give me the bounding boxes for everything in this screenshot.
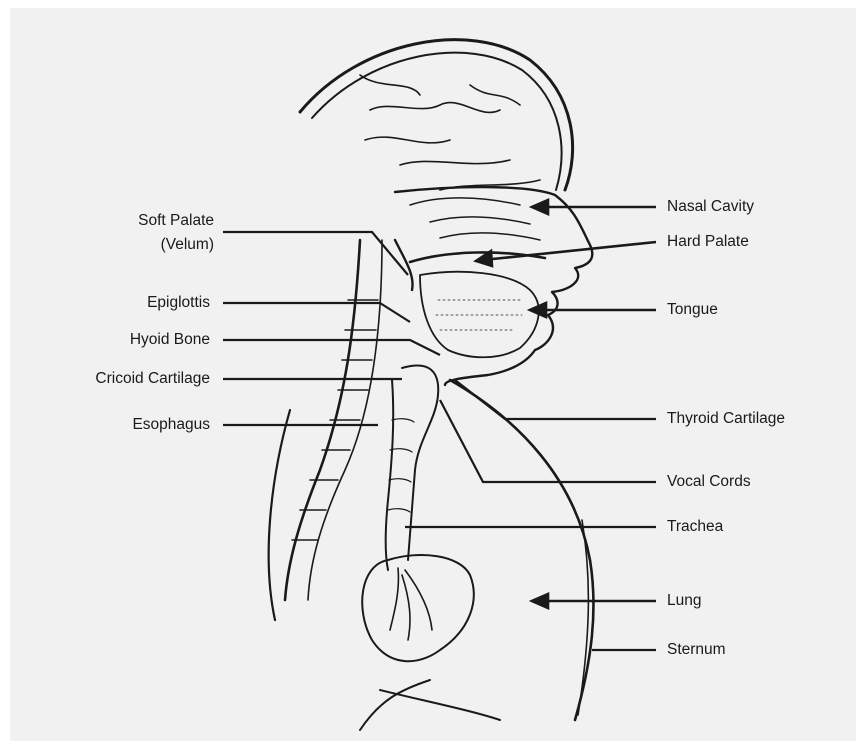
arrow-hard-palate xyxy=(483,242,656,260)
trachea-tube xyxy=(386,380,393,570)
label-nasal-cavity: Nasal Cavity xyxy=(667,198,754,216)
arrowhead-lung xyxy=(532,594,548,608)
arrowhead-tongue xyxy=(530,303,546,317)
label-esophagus: Esophagus xyxy=(80,416,210,434)
label-hyoid-bone: Hyoid Bone xyxy=(80,331,210,349)
leader-lines xyxy=(223,232,656,650)
leader-epiglottis xyxy=(223,303,410,322)
face-profile xyxy=(395,187,592,385)
label-soft-palate-line2: (Velum) xyxy=(96,236,214,254)
chest-outline xyxy=(450,380,594,720)
bronchi xyxy=(390,568,432,640)
nasal-structures xyxy=(410,198,540,240)
leader-soft-palate xyxy=(223,232,408,275)
label-thyroid-cartilage: Thyroid Cartilage xyxy=(667,410,785,428)
label-soft-palate-line1: Soft Palate xyxy=(96,212,214,230)
label-sternum: Sternum xyxy=(667,641,726,659)
skull-inner-outline xyxy=(312,53,562,190)
larynx xyxy=(402,366,438,560)
label-hard-palate: Hard Palate xyxy=(667,233,749,251)
arrowhead-nasal xyxy=(532,200,548,214)
label-lung: Lung xyxy=(667,592,701,610)
label-trachea: Trachea xyxy=(667,518,723,536)
label-epiglottis: Epiglottis xyxy=(80,294,210,312)
leader-hyoid xyxy=(223,340,440,355)
arrows xyxy=(476,200,656,608)
skull-outline xyxy=(300,40,573,190)
label-vocal-cords: Vocal Cords xyxy=(667,473,751,491)
brain-folds xyxy=(360,75,540,190)
lung-shape xyxy=(362,555,474,661)
leader-vocal xyxy=(440,400,656,482)
label-cricoid-cartilage: Cricoid Cartilage xyxy=(40,370,210,388)
soft-palate-shape xyxy=(395,240,413,290)
label-soft-palate: Soft Palate (Velum) xyxy=(96,212,214,254)
vertebrae xyxy=(292,300,378,540)
tongue-shape xyxy=(420,272,539,358)
label-tongue: Tongue xyxy=(667,301,718,319)
leader-thyroid xyxy=(455,380,656,419)
lower-body-outline xyxy=(360,680,430,730)
tongue-texture xyxy=(436,300,522,330)
